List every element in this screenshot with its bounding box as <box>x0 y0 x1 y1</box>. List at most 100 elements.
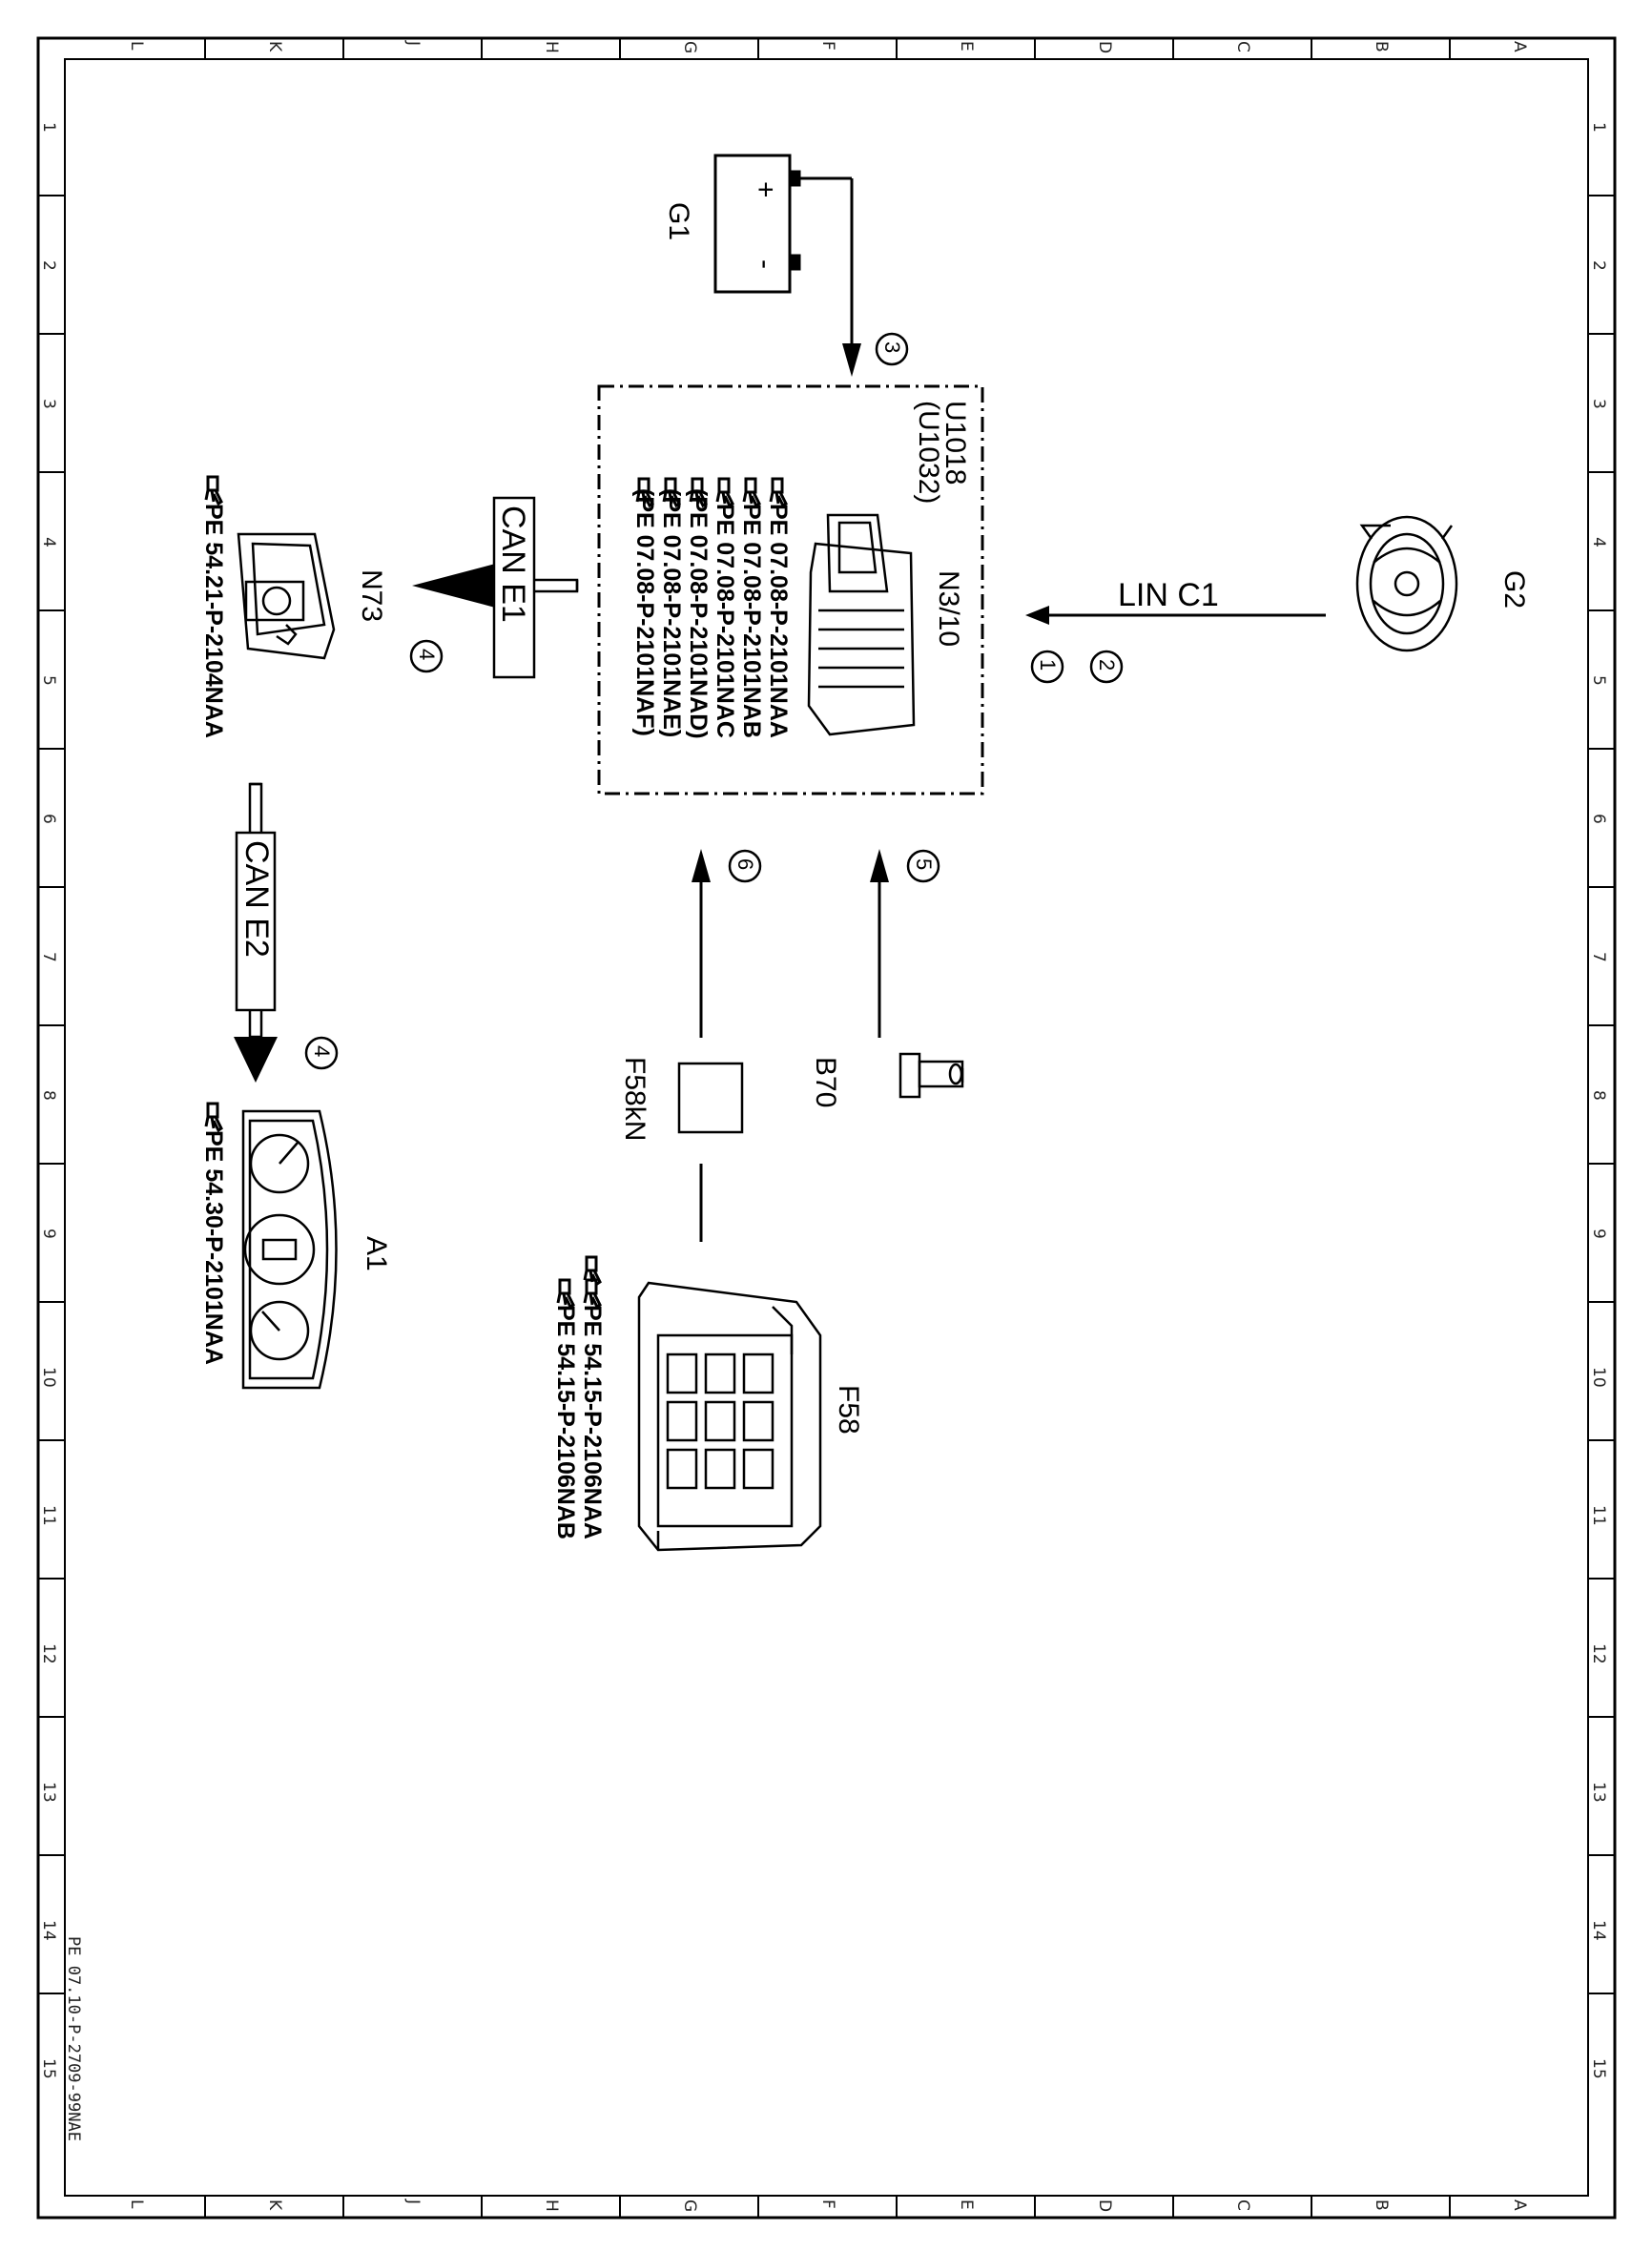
ref-line: PE 07.08-P-2101NAB <box>738 504 765 738</box>
col-letter: F <box>818 41 837 51</box>
col-letter: C <box>1233 41 1252 52</box>
row-number: 13 <box>1589 1782 1608 1803</box>
can-e1-label: CAN E1 <box>495 506 531 623</box>
col-letter: L <box>127 41 146 51</box>
document-reference-icon <box>769 477 788 507</box>
col-letter: K <box>265 2199 284 2211</box>
a1-label: A1 <box>361 1236 392 1271</box>
col-letter: L <box>127 2199 146 2209</box>
fuse-box-f58[interactable]: F58 PE 54.15-P-2106NAA PE 54.15-P-2106NA… <box>552 1255 864 1552</box>
ref-line: (PE 07.08-P-2101NAD) <box>685 488 712 739</box>
ignition-switch-n73[interactable]: N73 PE 54.21-P-2104NAA <box>200 475 387 738</box>
marker-2: 2 <box>1089 650 1124 684</box>
col-letter: E <box>957 41 976 52</box>
col-letter: K <box>265 41 284 52</box>
document-reference-icon <box>204 475 223 506</box>
marker-1: 1 <box>1030 650 1064 684</box>
col-letter: J <box>403 40 423 46</box>
ref-line: PE 07.08-P-2101NAC <box>712 504 738 738</box>
row-number: 6 <box>1589 814 1608 824</box>
instrument-cluster-icon <box>241 1109 338 1390</box>
col-letter: A <box>1510 2199 1529 2211</box>
row-number: 6 <box>39 814 58 824</box>
grid-markers <box>38 38 1615 2218</box>
row-number: 10 <box>1589 1367 1608 1388</box>
b70-label: B70 <box>810 1057 841 1107</box>
battery-minus-sign: - <box>750 259 781 269</box>
alternator-g2[interactable]: G2 <box>1355 515 1530 652</box>
relay-f58kn[interactable]: F58kN <box>619 1057 744 1141</box>
document-reference-icon <box>204 1102 223 1132</box>
lin-c1-label: LIN C1 <box>1118 577 1219 613</box>
instrument-cluster-a1[interactable]: A1 PE 54.30-P-2101NAA <box>200 1102 392 1390</box>
row-number: 2 <box>1589 260 1608 271</box>
marker-5: 5 <box>906 849 940 883</box>
battery-plus-sign: + <box>750 181 781 198</box>
unit-label: U1018 <box>940 401 971 485</box>
battery-g1[interactable]: + - G1 <box>663 154 854 343</box>
border-frame <box>36 36 1617 2220</box>
f58kn-label: F58kN <box>619 1057 650 1141</box>
row-number: 3 <box>39 399 58 409</box>
ignition-switch-icon <box>237 532 336 660</box>
can-e2-bus: CAN E2 <box>234 782 278 1083</box>
row-number: 13 <box>39 1782 58 1803</box>
can-e2-label: CAN E2 <box>238 840 275 958</box>
document-reference-icon <box>715 477 734 507</box>
crankshaft-sensor-icon <box>898 1052 964 1099</box>
ref-line: PE 54.15-P-2106NAA <box>579 1305 606 1539</box>
col-letter: F <box>818 2199 837 2209</box>
row-number: 7 <box>39 952 58 962</box>
arrow-head-6 <box>692 849 711 882</box>
row-number: 1 <box>1589 122 1608 133</box>
g1-label: G1 <box>663 202 694 240</box>
row-number: 9 <box>1589 1229 1608 1239</box>
can-e1-bus: CAN E1 <box>412 496 579 679</box>
crankshaft-sensor-b70[interactable]: B70 <box>810 1052 964 1107</box>
ref-line: PE 54.30-P-2101NAA <box>200 1130 227 1365</box>
col-letter: G <box>680 41 699 53</box>
row-number: 12 <box>1589 1643 1608 1664</box>
row-number: 15 <box>1589 2058 1608 2079</box>
document-reference-icon <box>742 477 761 507</box>
row-number: 10 <box>39 1367 58 1388</box>
relay-icon <box>677 1062 744 1134</box>
n73-label: N73 <box>356 569 387 622</box>
ref-line: (PE 07.08-P-2101NAE) <box>658 488 685 737</box>
marker-3: 3 <box>875 332 909 366</box>
col-letter: B <box>1372 2199 1391 2211</box>
col-letter: H <box>542 2199 561 2212</box>
row-number: 7 <box>1589 952 1608 962</box>
col-letter: E <box>957 2199 976 2210</box>
svg-text:5: 5 <box>912 858 936 870</box>
g2-label: G2 <box>1498 570 1530 609</box>
f58-label: F58 <box>833 1385 864 1435</box>
col-letter: G <box>680 2199 699 2212</box>
row-number: 4 <box>39 537 58 547</box>
col-letter: D <box>1095 2199 1114 2212</box>
row-number: 3 <box>1589 399 1608 409</box>
col-letter: B <box>1372 41 1391 52</box>
svg-text:4: 4 <box>310 1045 334 1057</box>
svg-text:2: 2 <box>1095 659 1119 671</box>
svg-text:4: 4 <box>415 649 439 660</box>
control-unit-icon <box>807 513 916 736</box>
col-letter: H <box>542 41 561 53</box>
col-letter: A <box>1510 41 1529 52</box>
marker-4a: 4 <box>409 639 444 673</box>
row-number: 5 <box>1589 675 1608 686</box>
col-letter: D <box>1095 41 1114 53</box>
svg-text:6: 6 <box>733 858 757 870</box>
ref-line: PE 54.15-P-2106NAB <box>552 1305 579 1539</box>
row-number: 14 <box>39 1920 58 1941</box>
battery-icon <box>713 154 854 343</box>
arrow-head-lin <box>1025 606 1049 625</box>
alternator-icon <box>1355 515 1458 652</box>
row-number: 12 <box>39 1643 58 1664</box>
fuse-box-icon <box>637 1281 822 1552</box>
svg-text:3: 3 <box>880 341 904 353</box>
ref-line: PE 07.08-P-2101NAA <box>765 504 792 738</box>
marker-6: 6 <box>728 849 762 883</box>
row-number: 15 <box>39 2058 58 2079</box>
